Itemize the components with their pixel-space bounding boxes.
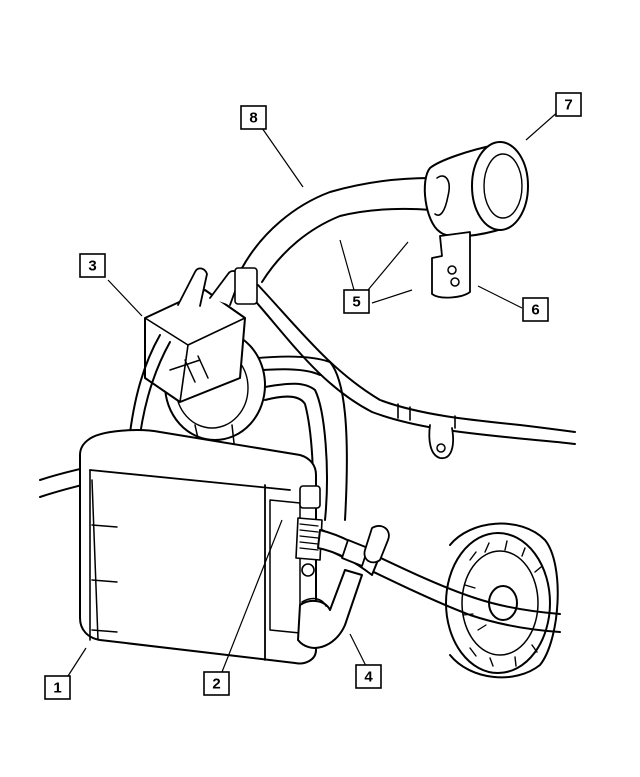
callout-label-4: 4 xyxy=(364,669,373,686)
rollover-valve-drawing xyxy=(423,141,529,299)
callout-label-3: 3 xyxy=(88,258,96,275)
callout-label-8: 8 xyxy=(249,110,257,127)
callout-5: 5 xyxy=(343,289,370,314)
callout-7: 7 xyxy=(555,92,582,117)
evap-canister-drawing xyxy=(79,429,390,665)
purge-solenoid-drawing xyxy=(127,267,266,451)
callout-label-1: 1 xyxy=(53,680,61,697)
leader-line-6 xyxy=(477,285,523,309)
callout-3: 3 xyxy=(79,253,106,278)
leader-line-8 xyxy=(261,127,304,188)
leader-line-5c xyxy=(371,289,413,304)
leader-line-5b xyxy=(367,241,409,291)
callout-4: 4 xyxy=(355,664,382,689)
wheel-hub-drawing xyxy=(445,522,559,679)
callout-label-2: 2 xyxy=(212,676,220,693)
callout-label-7: 7 xyxy=(564,97,572,114)
callout-8: 8 xyxy=(240,105,267,130)
callout-1: 1 xyxy=(44,675,71,700)
leader-line-2 xyxy=(221,519,283,673)
callout-label-6: 6 xyxy=(531,302,539,319)
callout-2: 2 xyxy=(203,671,230,696)
leader-line-5a xyxy=(339,239,355,291)
callout-label-5: 5 xyxy=(352,294,360,311)
callout-6: 6 xyxy=(522,297,549,322)
leader-line-7 xyxy=(525,109,561,141)
wire-harness-drawing xyxy=(249,284,576,459)
vapor-line-drawing xyxy=(241,177,433,283)
leader-line-4 xyxy=(349,633,367,667)
leader-line-1 xyxy=(67,647,87,677)
leader-lines xyxy=(67,109,561,677)
leader-line-3 xyxy=(107,279,143,317)
